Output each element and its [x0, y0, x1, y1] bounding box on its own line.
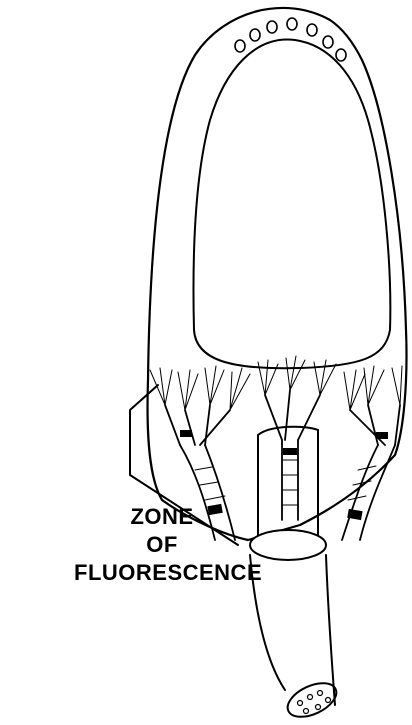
label-line-3: FLUORESCENCE	[74, 559, 250, 587]
pore	[235, 40, 245, 52]
pore	[336, 49, 346, 61]
fringe-hairs	[150, 356, 402, 410]
zone-of-fluorescence-label: ZONE OF FLUORESCENCE	[74, 503, 250, 587]
organ-outer-outline	[148, 8, 407, 540]
pore	[307, 24, 317, 36]
label-line-2: OF	[74, 531, 250, 559]
central-duct	[250, 427, 341, 724]
pore	[287, 18, 297, 30]
inner-chamber	[193, 40, 390, 369]
pore	[267, 21, 277, 33]
label-line-1: ZONE	[74, 503, 250, 531]
pore	[323, 36, 333, 48]
pore	[250, 29, 260, 41]
